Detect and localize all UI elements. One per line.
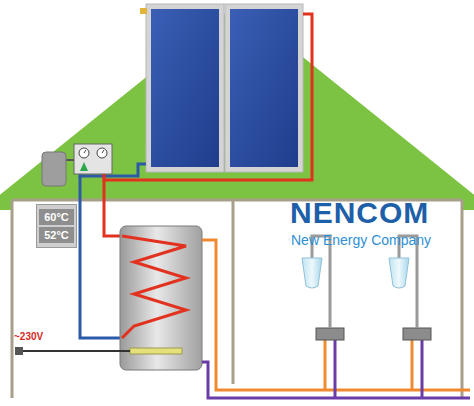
gauge xyxy=(79,148,89,158)
sensor xyxy=(140,8,147,14)
wall xyxy=(461,200,464,398)
collector-absorber xyxy=(151,9,219,167)
hot-pipe xyxy=(104,174,122,236)
solar-collector xyxy=(146,4,224,172)
vessel-pipe xyxy=(66,159,74,161)
shower xyxy=(302,236,344,398)
company-tagline: New Energy Company xyxy=(291,232,431,248)
controller-display: 60°C 52°C xyxy=(36,204,77,248)
collector-absorber xyxy=(230,9,298,167)
solar-collector xyxy=(225,4,303,172)
wall xyxy=(11,200,14,398)
voltage-label-text: ~230V xyxy=(14,331,43,342)
expansion-vessel xyxy=(42,152,66,186)
gauge xyxy=(97,148,107,158)
voltage-label: ~230V xyxy=(14,331,43,342)
pump-symbol xyxy=(80,162,88,171)
company-logo: NENCOM xyxy=(290,196,429,230)
shower xyxy=(389,236,431,398)
roof xyxy=(0,4,474,210)
wall xyxy=(232,200,235,384)
hot-pipe xyxy=(104,14,312,180)
company-tagline-text: New Energy Company xyxy=(291,232,431,248)
pump-station xyxy=(74,144,112,174)
electric-heater xyxy=(130,348,182,354)
power-cable xyxy=(22,350,130,352)
temperature-reading: 60°C xyxy=(39,209,74,225)
storage-tank xyxy=(120,226,202,370)
gauge-needle xyxy=(102,150,104,153)
cold-pipe xyxy=(80,176,122,338)
gauge-needle xyxy=(84,150,86,153)
temperature-reading: 52°C xyxy=(39,227,74,243)
heat-exchanger-coil xyxy=(122,236,186,338)
plug xyxy=(15,347,23,355)
company-logo-text: NENCOM xyxy=(290,196,429,230)
